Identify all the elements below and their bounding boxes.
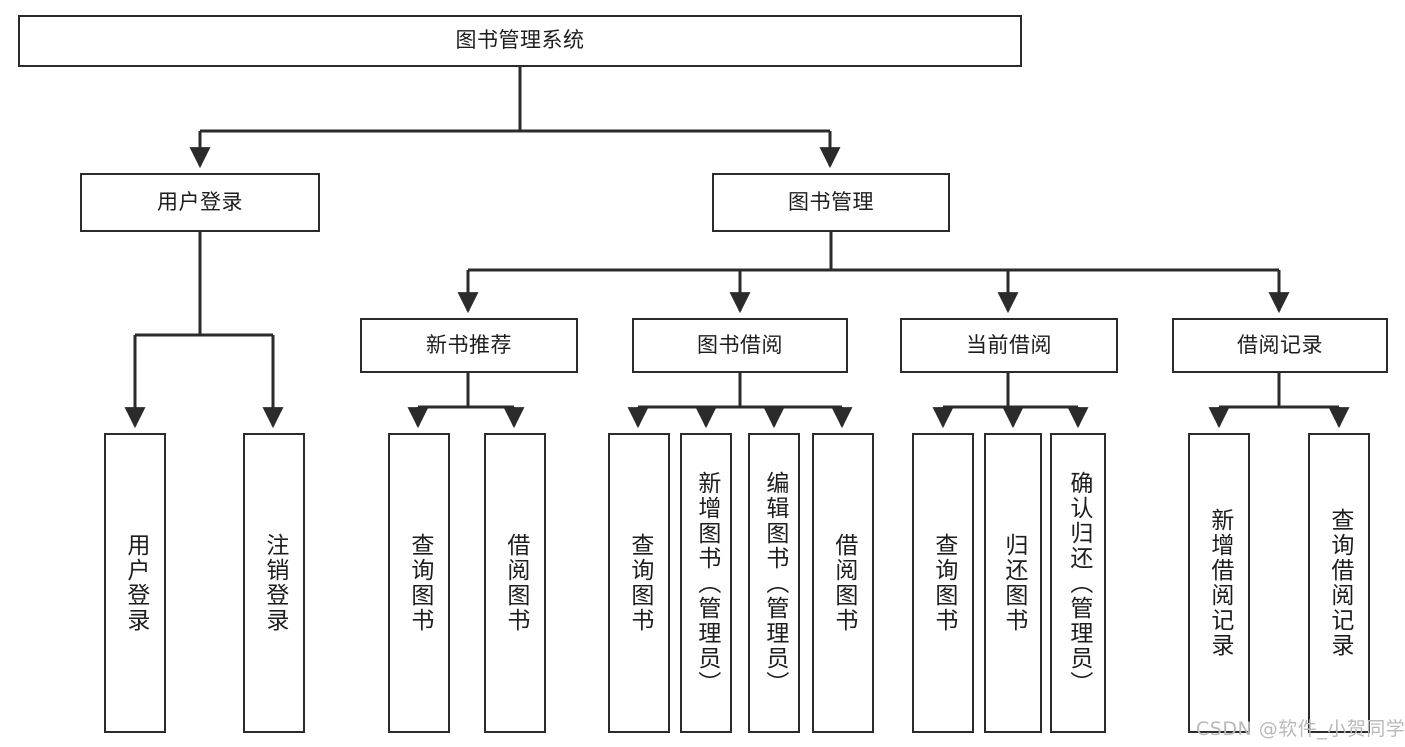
node-leaf-user-logout[interactable]: 注销登录 bbox=[243, 433, 305, 733]
leaf-label: 编辑图书（管理员） bbox=[761, 470, 788, 696]
leaf-label: 查询图书 bbox=[406, 533, 433, 633]
leaf-label: 借阅图书 bbox=[502, 533, 529, 633]
leaf-label: 新增借阅记录 bbox=[1206, 508, 1233, 658]
watermark-text: CSDN @软件_小贺同学 bbox=[1196, 718, 1405, 740]
node-leaf-return-book[interactable]: 归还图书 bbox=[984, 433, 1042, 733]
node-leaf-add-book-admin[interactable]: 新增图书（管理员） bbox=[680, 433, 732, 733]
leaf-label: 归还图书 bbox=[1000, 533, 1027, 633]
node-leaf-add-borrow-record[interactable]: 新增借阅记录 bbox=[1188, 433, 1250, 733]
leaf-label: 新增图书（管理员） bbox=[693, 470, 720, 696]
node-leaf-query-book-2[interactable]: 查询图书 bbox=[608, 433, 670, 733]
node-book-manage[interactable]: 图书管理 bbox=[712, 173, 950, 232]
node-leaf-query-book-1[interactable]: 查询图书 bbox=[388, 433, 450, 733]
leaf-label: 查询图书 bbox=[930, 533, 957, 633]
leaf-label: 注销登录 bbox=[261, 533, 288, 633]
node-current-borrow[interactable]: 当前借阅 bbox=[900, 318, 1118, 373]
node-new-book-recommend[interactable]: 新书推荐 bbox=[360, 318, 578, 373]
node-leaf-borrow-book-2[interactable]: 借阅图书 bbox=[812, 433, 874, 733]
leaf-label: 借阅图书 bbox=[830, 533, 857, 633]
node-borrow-record[interactable]: 借阅记录 bbox=[1172, 318, 1388, 373]
leaf-label: 查询图书 bbox=[626, 533, 653, 633]
node-leaf-query-book-3[interactable]: 查询图书 bbox=[912, 433, 974, 733]
node-leaf-confirm-return-admin[interactable]: 确认归还（管理员） bbox=[1050, 433, 1106, 733]
node-user-login[interactable]: 用户登录 bbox=[80, 173, 320, 232]
leaf-label: 确认归还（管理员） bbox=[1065, 470, 1092, 696]
node-book-borrow[interactable]: 图书借阅 bbox=[632, 318, 848, 373]
leaf-label: 用户登录 bbox=[122, 533, 149, 633]
node-leaf-edit-book-admin[interactable]: 编辑图书（管理员） bbox=[748, 433, 800, 733]
node-leaf-query-borrow-record[interactable]: 查询借阅记录 bbox=[1308, 433, 1370, 733]
node-leaf-borrow-book-1[interactable]: 借阅图书 bbox=[484, 433, 546, 733]
leaf-label: 查询借阅记录 bbox=[1326, 508, 1353, 658]
node-root[interactable]: 图书管理系统 bbox=[18, 15, 1022, 67]
node-leaf-user-login[interactable]: 用户登录 bbox=[104, 433, 166, 733]
